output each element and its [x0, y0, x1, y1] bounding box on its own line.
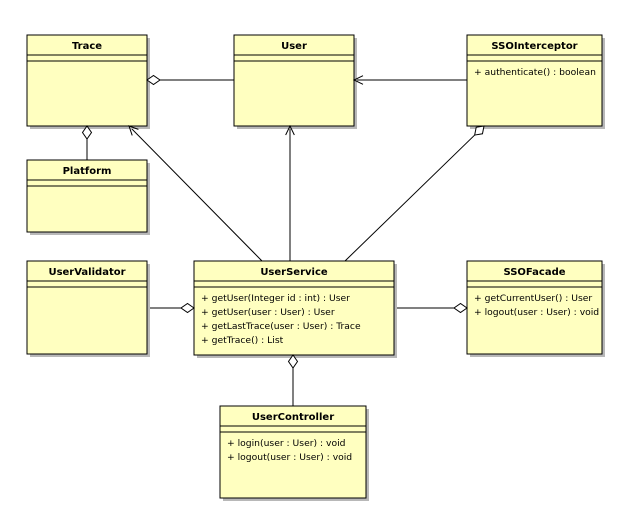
- class-box-user[interactable]: User: [233, 34, 357, 129]
- class-layer: Trace User SSOInterceptor + authenticate() …: [26, 34, 605, 501]
- relationship-layer: [86, 79, 476, 406]
- method-signature: + login(user : User) : void: [227, 438, 345, 449]
- association-arrowhead: [128, 125, 139, 136]
- class-name: Trace: [72, 41, 102, 52]
- class-name: Platform: [63, 166, 112, 177]
- class-body: [26, 34, 148, 127]
- association-arrowhead: [352, 75, 364, 85]
- method-signature: + getTrace() : List: [201, 335, 284, 346]
- class-body: [233, 34, 355, 127]
- class-name: UserService: [260, 267, 328, 278]
- class-box-user-service[interactable]: UserService + getUser(Integer id : int) :…: [193, 260, 397, 358]
- method-signature: + authenticate() : boolean: [474, 67, 596, 78]
- class-box-sso-interceptor[interactable]: SSOInterceptor + authenticate() : boolean: [466, 34, 605, 129]
- class-body: [466, 260, 603, 355]
- method-signature: + getLastTrace(user : User) : Trace: [201, 321, 361, 332]
- class-name: SSOInterceptor: [491, 41, 577, 52]
- edge-user-service-to-sso-interceptor: [344, 134, 476, 262]
- marker-layer: [81, 74, 485, 369]
- method-signature: + logout(user : User) : void: [227, 452, 352, 463]
- class-body: [26, 260, 148, 355]
- method-signature: + logout(user : User) : void: [474, 307, 599, 318]
- aggregation-diamond: [81, 125, 93, 140]
- method-signature: + getCurrentUser() : User: [474, 293, 592, 304]
- class-body: [466, 34, 603, 127]
- class-box-user-validator[interactable]: UserValidator: [26, 260, 150, 357]
- class-name: UserController: [252, 412, 334, 423]
- class-name: UserValidator: [48, 267, 125, 278]
- method-signature: + getUser(Integer id : int) : User: [201, 293, 350, 304]
- association-arrowhead: [285, 124, 295, 136]
- class-name: User: [281, 41, 307, 52]
- aggregation-diamond: [474, 125, 485, 136]
- class-body: [219, 405, 367, 499]
- class-box-user-controller[interactable]: UserController + login(user : User) : voi…: [219, 405, 369, 501]
- class-box-sso-facade[interactable]: SSOFacade + getCurrentUser() : User + logo…: [466, 260, 605, 357]
- class-name: SSOFacade: [503, 267, 565, 278]
- edge-user-service-to-trace: [128, 125, 263, 262]
- aggregation-diamond: [453, 302, 468, 314]
- aggregation-diamond: [180, 302, 195, 314]
- method-signature: + getUser(user : User) : User: [201, 307, 335, 318]
- aggregation-diamond: [287, 354, 299, 369]
- class-body: [26, 159, 148, 233]
- class-box-trace[interactable]: Trace: [26, 34, 150, 129]
- aggregation-diamond: [146, 74, 161, 86]
- class-box-platform[interactable]: Platform: [26, 159, 150, 235]
- class-body: [193, 260, 395, 356]
